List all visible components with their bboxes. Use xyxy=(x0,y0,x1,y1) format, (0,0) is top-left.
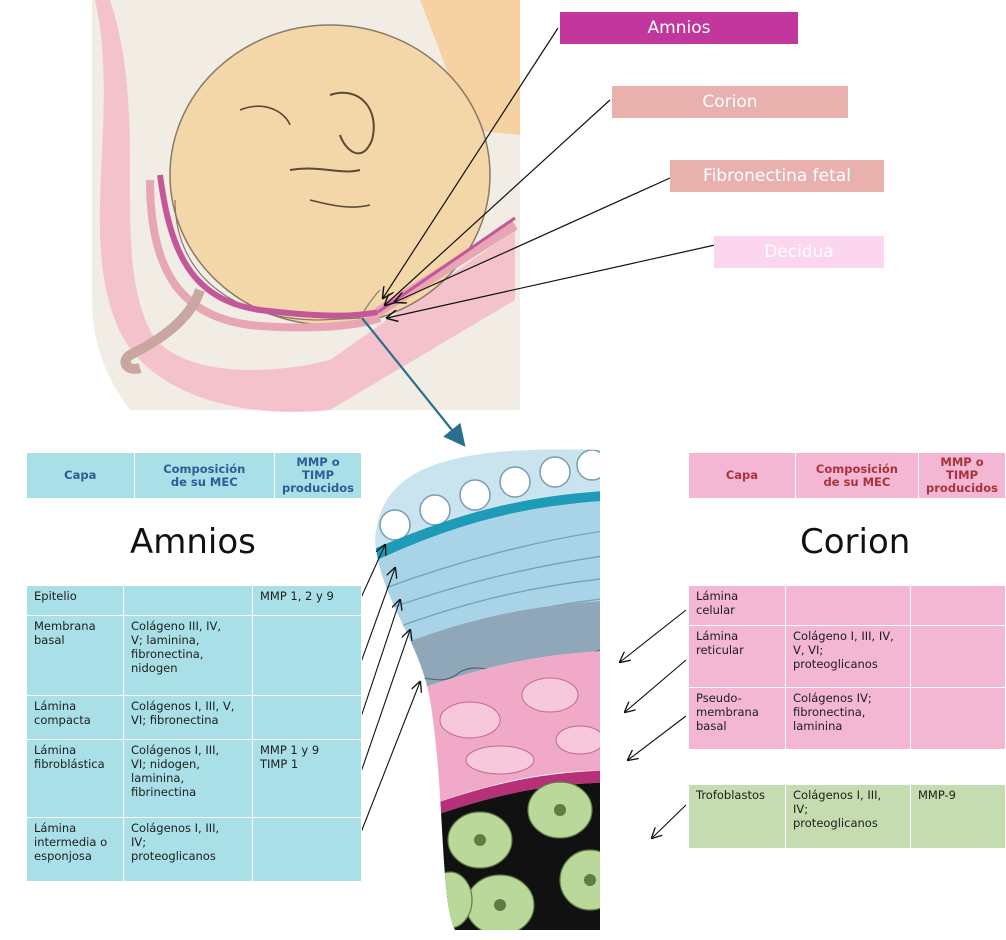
table-row: Lámina fibroblástica Colágenos I, III, V… xyxy=(27,740,362,818)
amnios-cell: MMP 1 y 9 TIMP 1 xyxy=(253,740,362,818)
corion-cell xyxy=(911,626,1006,688)
label-decidua: Decidua xyxy=(714,236,884,268)
label-fibronectina-fetal: Fibronectina fetal xyxy=(670,160,884,192)
amnios-cell: MMP 1, 2 y 9 xyxy=(253,586,362,616)
amnios-cell xyxy=(124,586,253,616)
amnios-header-mmp: MMP o TIMP producidos xyxy=(275,453,362,499)
table-row: Trofoblastos Colágenos I, III, IV; prote… xyxy=(689,785,1006,849)
table-row: Lámina intermedia o esponjosa Colágenos … xyxy=(27,818,362,882)
membrane-cross-section xyxy=(360,440,620,940)
corion-cell xyxy=(911,586,1006,626)
table-row: Epitelio MMP 1, 2 y 9 xyxy=(27,586,362,616)
amnios-cell xyxy=(253,696,362,740)
corion-cell: Colágeno I, III, IV, V, VI; proteoglican… xyxy=(786,626,911,688)
corion-header-mmp: MMP o TIMP producidos xyxy=(919,453,1006,499)
amnios-cell: Colágenos I, III, V, VI; fibronectina xyxy=(124,696,253,740)
corion-title: Corion xyxy=(800,522,910,562)
amnios-cell: Membrana basal xyxy=(27,616,124,696)
trofoblastos-cell: MMP-9 xyxy=(911,785,1006,849)
corion-header-table: Capa Composición de su MEC MMP o TIMP pr… xyxy=(688,452,1006,499)
corion-cell: Lámina celular xyxy=(689,586,786,626)
amnios-cell: Colágenos I, III, VI; nidogen, laminina,… xyxy=(124,740,253,818)
amnios-cell xyxy=(253,818,362,882)
table-row: Membrana basal Colágeno III, IV, V; lami… xyxy=(27,616,362,696)
corion-cell: Pseudo- membrana basal xyxy=(689,688,786,750)
corion-cell xyxy=(911,688,1006,750)
corion-cell: Colágenos IV; fibronectina, laminina xyxy=(786,688,911,750)
amnios-header-composicion: Composición de su MEC xyxy=(134,453,275,499)
amnios-cell xyxy=(253,616,362,696)
label-amnios: Amnios xyxy=(560,12,798,44)
corion-header-capa: Capa xyxy=(689,453,796,499)
amnios-table: Epitelio MMP 1, 2 y 9 Membrana basal Col… xyxy=(26,585,362,882)
table-row: Pseudo- membrana basal Colágenos IV; fib… xyxy=(689,688,1006,750)
amnios-cell: Lámina intermedia o esponjosa xyxy=(27,818,124,882)
corion-cell: Lámina reticular xyxy=(689,626,786,688)
amnios-title: Amnios xyxy=(130,522,256,562)
table-row: Lámina compacta Colágenos I, III, V, VI;… xyxy=(27,696,362,740)
amnios-cell: Colágenos I, III, IV; proteoglicanos xyxy=(124,818,253,882)
amnios-cell: Lámina fibroblástica xyxy=(27,740,124,818)
trofoblastos-table: Trofoblastos Colágenos I, III, IV; prote… xyxy=(688,784,1006,849)
trofoblastos-cell: Colágenos I, III, IV; proteoglicanos xyxy=(786,785,911,849)
amnios-cell: Epitelio xyxy=(27,586,124,616)
corion-table: Lámina celular Lámina reticular Colágeno… xyxy=(688,585,1006,750)
amnios-header-capa: Capa xyxy=(27,453,135,499)
fetus-drawing xyxy=(92,0,520,412)
corion-header-composicion: Composición de su MEC xyxy=(795,453,918,499)
trofoblastos-cell: Trofoblastos xyxy=(689,785,786,849)
amnios-header-table: Capa Composición de su MEC MMP o TIMP pr… xyxy=(26,452,362,499)
amnios-cell: Lámina compacta xyxy=(27,696,124,740)
label-corion: Corion xyxy=(612,86,848,118)
table-row: Lámina celular xyxy=(689,586,1006,626)
table-row: Lámina reticular Colágeno I, III, IV, V,… xyxy=(689,626,1006,688)
amnios-cell: Colágeno III, IV, V; laminina, fibronect… xyxy=(124,616,253,696)
corion-cell xyxy=(786,586,911,626)
